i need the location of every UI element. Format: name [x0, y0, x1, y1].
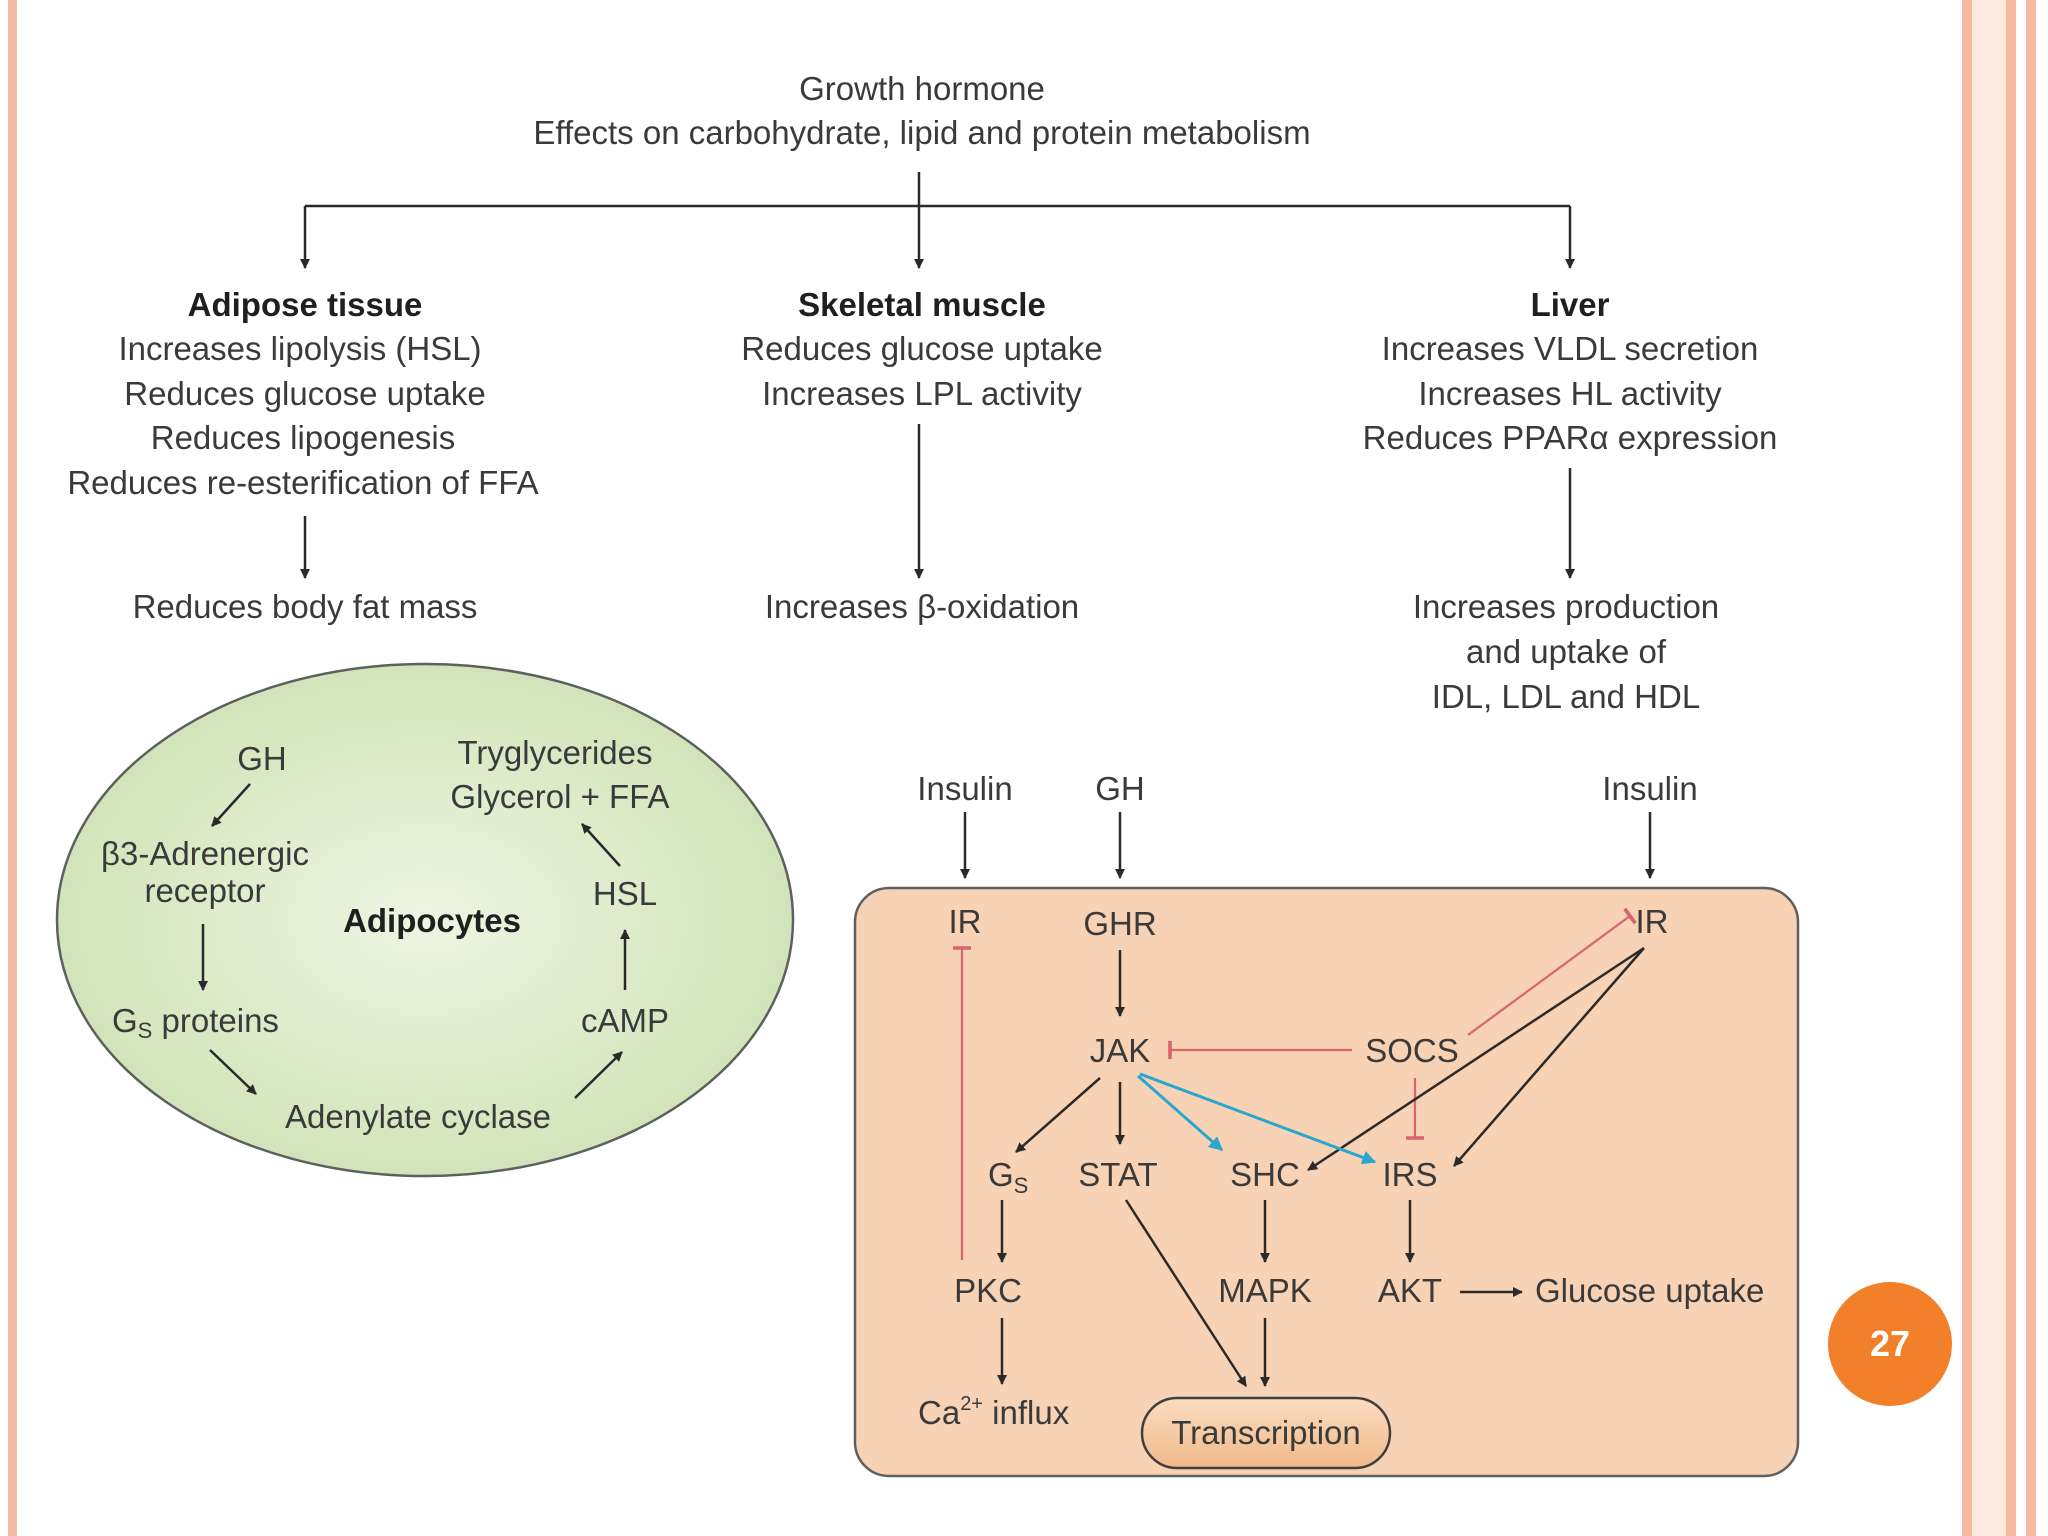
muscle-effect: Reduces glucose uptake: [741, 330, 1102, 367]
liver-column: Liver Increases VLDL secretion Increases…: [1363, 286, 1778, 715]
adipo-receptor-line2: receptor: [144, 872, 265, 909]
sig-gs: GS: [988, 1156, 1028, 1198]
signaling-cell: Insulin GH Insulin IR GHR IR JAK SOCS GS: [853, 770, 1800, 1478]
liver-effect: Reduces PPARα expression: [1363, 419, 1778, 456]
adipo-receptor-line1: β3-Adrenergic: [101, 835, 309, 872]
adipose-title: Adipose tissue: [188, 286, 423, 323]
adipo-hsl: HSL: [593, 875, 657, 912]
sig-pkc: PKC: [954, 1272, 1022, 1309]
adipose-effect: Increases lipolysis (HSL): [118, 330, 481, 367]
cell-box: [853, 886, 1800, 1478]
right-frame-bar-mid: [2006, 0, 2016, 1536]
muscle-effect: Increases LPL activity: [762, 375, 1082, 412]
left-border-bar: [8, 0, 17, 1536]
adipo-tg-line1: Tryglycerides: [458, 734, 653, 771]
sig-gh: GH: [1095, 770, 1145, 807]
header-subtitle: Effects on carbohydrate, lipid and prote…: [533, 114, 1310, 151]
adipose-effect: Reduces lipogenesis: [151, 419, 456, 456]
liver-effect: Increases HL activity: [1418, 375, 1722, 412]
sig-shc: SHC: [1230, 1156, 1300, 1193]
adipocyte-cycle: GH β3-Adrenergic receptor GS proteins Ad…: [55, 662, 795, 1178]
liver-effect: Increases VLDL secretion: [1382, 330, 1759, 367]
header-title: Growth hormone: [799, 70, 1045, 107]
right-frame-bar-inner: [1962, 0, 1972, 1536]
adipocyte-ellipse: [55, 662, 795, 1178]
liver-outcome: IDL, LDL and HDL: [1432, 678, 1700, 715]
adipose-effect: Reduces re-esterification of FFA: [67, 464, 538, 501]
muscle-title: Skeletal muscle: [798, 286, 1046, 323]
right-frame-bar-outer: [2026, 0, 2036, 1536]
adipose-outcome: Reduces body fat mass: [133, 588, 478, 625]
adipo-adenylate-cyclase: Adenylate cyclase: [285, 1098, 551, 1135]
sig-ghr: GHR: [1083, 905, 1156, 942]
adipo-camp: cAMP: [581, 1002, 669, 1039]
adipo-tg-line2: Glycerol + FFA: [450, 778, 669, 815]
transcription-box: [1140, 1396, 1392, 1470]
liver-outcome: Increases production: [1413, 588, 1719, 625]
page-number-badge: 27: [1828, 1282, 1952, 1406]
sig-ir-left: IR: [949, 903, 982, 940]
adipo-gh: GH: [237, 740, 287, 777]
sig-akt: AKT: [1378, 1272, 1442, 1309]
sig-ir-right: IR: [1636, 903, 1669, 940]
adipo-center-label: Adipocytes: [343, 902, 521, 939]
sig-glucose-uptake: Glucose uptake: [1535, 1272, 1764, 1309]
sig-insulin-left: Insulin: [917, 770, 1012, 807]
sig-socs: SOCS: [1365, 1032, 1459, 1069]
liver-outcome: and uptake of: [1466, 633, 1667, 670]
liver-title: Liver: [1531, 286, 1610, 323]
sig-jak: JAK: [1090, 1032, 1151, 1069]
sig-insulin-right: Insulin: [1602, 770, 1697, 807]
muscle-outcome: Increases β-oxidation: [765, 588, 1079, 625]
sig-irs: IRS: [1382, 1156, 1437, 1193]
sig-transcription: Transcription: [1171, 1414, 1361, 1451]
adipose-column: Adipose tissue Increases lipolysis (HSL)…: [67, 286, 538, 625]
sig-mapk: MAPK: [1218, 1272, 1312, 1309]
sig-stat: STAT: [1078, 1156, 1157, 1193]
adipose-effect: Reduces glucose uptake: [124, 375, 485, 412]
adipo-gs-proteins: GS proteins: [112, 1002, 279, 1043]
muscle-column: Skeletal muscle Reduces glucose uptake I…: [741, 286, 1102, 625]
right-frame-bar-fill: [1972, 0, 2006, 1536]
branch-lines: [300, 172, 1575, 269]
sig-ca-influx: Ca2+ influx: [918, 1393, 1070, 1431]
